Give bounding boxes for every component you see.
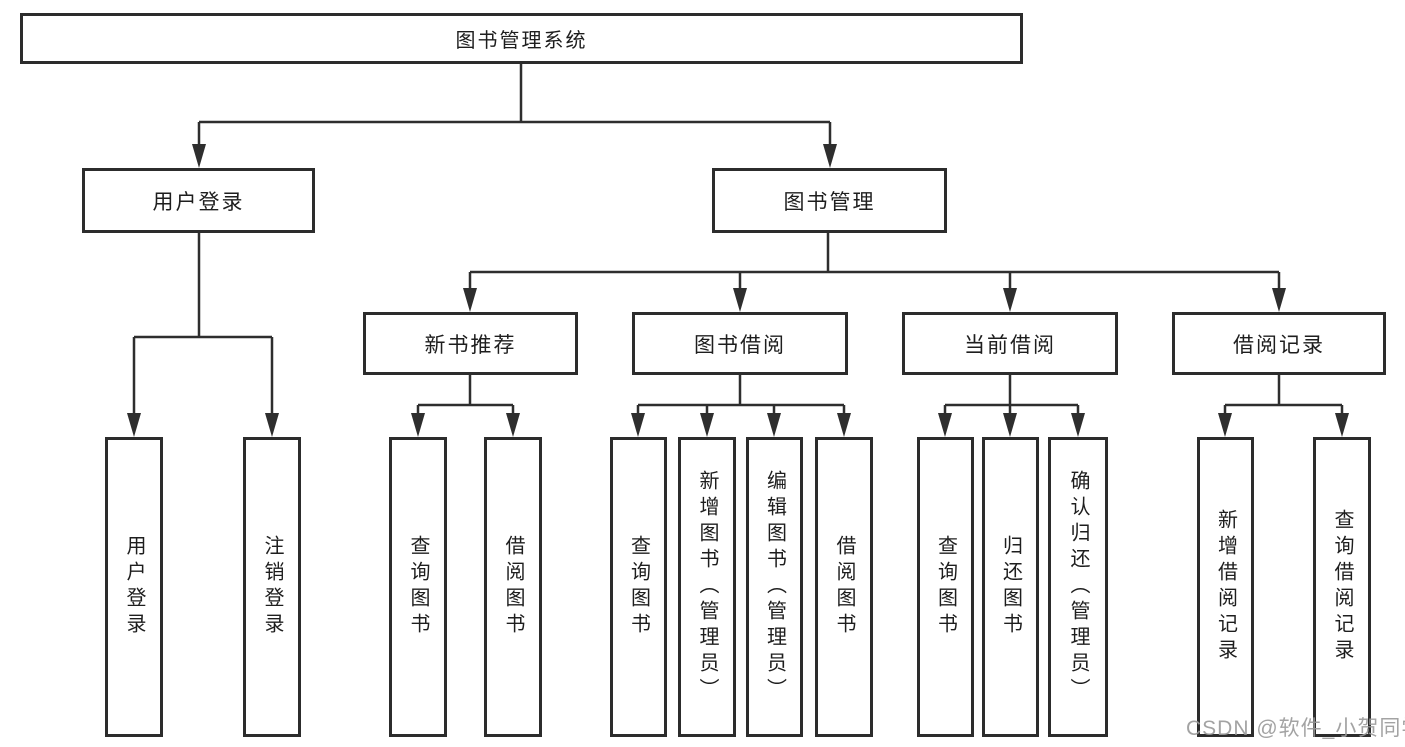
leaf-edit-book-admin: 编辑图书（管理员） (746, 437, 803, 737)
arrow-icon (463, 288, 477, 312)
arrow-icon (265, 413, 279, 437)
leaf-user-login: 用户登录 (105, 437, 163, 737)
node-user-login: 用户登录 (82, 168, 315, 233)
leaf-confirm-return-admin: 确认归还（管理员） (1048, 437, 1108, 737)
leaf-borrow-books-recommend-label: 借阅图书 (502, 535, 524, 639)
leaf-query-books-current-label: 查询图书 (934, 535, 957, 639)
leaf-logout-label: 注销登录 (261, 535, 283, 639)
leaf-borrow-books-borrowing: 借阅图书 (815, 437, 873, 737)
node-user-login-label: 用户登录 (152, 190, 245, 214)
arrow-icon (1003, 288, 1017, 312)
leaf-edit-book-admin-label: 编辑图书（管理员） (763, 470, 786, 704)
leaf-query-borrow-record-label: 查询借阅记录 (1331, 509, 1353, 665)
arrow-icon (767, 413, 781, 437)
leaf-borrow-books-recommend: 借阅图书 (484, 437, 542, 737)
leaf-confirm-return-admin-label: 确认归还（管理员） (1067, 470, 1089, 704)
leaf-return-books-label: 归还图书 (999, 535, 1022, 639)
node-current-borrowing: 当前借阅 (902, 312, 1118, 375)
arrowheads (127, 144, 1349, 437)
node-root: 图书管理系统 (20, 13, 1023, 64)
arrow-icon (1335, 413, 1349, 437)
arrow-icon (733, 288, 747, 312)
leaf-user-login-label: 用户登录 (123, 535, 145, 639)
node-borrowing-records: 借阅记录 (1172, 312, 1386, 375)
leaf-query-books-borrowing-label: 查询图书 (627, 535, 650, 639)
node-current-borrowing-label: 当前借阅 (964, 333, 1056, 357)
leaf-add-book-admin: 新增图书（管理员） (678, 437, 736, 737)
leaf-query-borrow-record: 查询借阅记录 (1313, 437, 1371, 737)
node-borrowing-records-label: 借阅记录 (1233, 333, 1325, 357)
leaf-query-books-current: 查询图书 (917, 437, 974, 737)
arrow-icon (192, 144, 206, 168)
arrow-icon (823, 144, 837, 168)
arrow-icon (631, 413, 645, 437)
connector-lines (132, 64, 1344, 420)
arrow-icon (1218, 413, 1232, 437)
leaf-add-book-admin-label: 新增图书（管理员） (696, 470, 718, 704)
leaf-add-borrow-record: 新增借阅记录 (1197, 437, 1254, 737)
arrow-icon (506, 413, 520, 437)
arrow-icon (700, 413, 714, 437)
node-book-management-label: 图书管理 (783, 190, 876, 214)
arrow-icon (837, 413, 851, 437)
node-book-management: 图书管理 (712, 168, 947, 233)
arrow-icon (938, 413, 952, 437)
node-book-borrowing: 图书借阅 (632, 312, 848, 375)
arrow-icon (1071, 413, 1085, 437)
csdn-watermark: CSDN @软件_小贺同学 (1186, 717, 1405, 740)
leaf-borrow-books-borrowing-label: 借阅图书 (833, 535, 855, 639)
node-new-book-recommend: 新书推荐 (363, 312, 578, 375)
leaf-query-books-borrowing: 查询图书 (610, 437, 667, 737)
arrow-icon (1272, 288, 1286, 312)
arrow-icon (127, 413, 141, 437)
leaf-query-books-recommend-label: 查询图书 (407, 535, 429, 639)
node-root-label: 图书管理系统 (455, 30, 588, 52)
arrow-icon (411, 413, 425, 437)
leaf-return-books: 归还图书 (982, 437, 1039, 737)
leaf-query-books-recommend: 查询图书 (389, 437, 447, 737)
leaf-add-borrow-record-label: 新增借阅记录 (1214, 509, 1237, 665)
node-new-book-recommend-label: 新书推荐 (424, 333, 517, 357)
leaf-logout: 注销登录 (243, 437, 301, 737)
arrow-icon (1003, 413, 1017, 437)
node-book-borrowing-label: 图书借阅 (694, 333, 786, 357)
